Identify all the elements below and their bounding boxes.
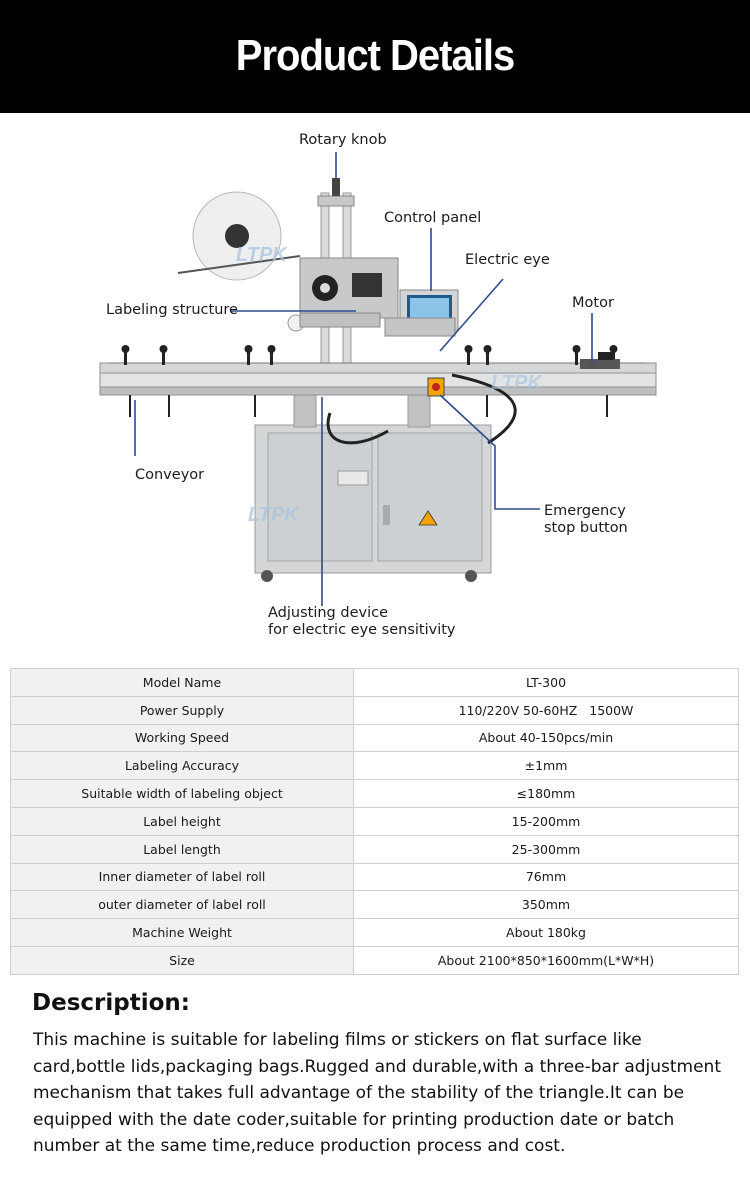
conveyor-bar [99, 345, 657, 417]
spec-value: 76mm [353, 862, 739, 892]
spec-label: Label height [10, 806, 354, 836]
callout-labeling-structure: Labeling structure [106, 302, 238, 318]
power-cable [451, 373, 517, 445]
labeling-head [177, 191, 399, 332]
callout-adjusting-line2: for electric eye sensitivity [268, 622, 456, 638]
spec-value: About 2100*850*1600mm(L*W*H) [353, 945, 739, 975]
page-title: Product Details [235, 32, 515, 80]
motor-unit [580, 352, 620, 369]
spec-label: Label length [10, 834, 354, 864]
leader-lines [134, 152, 593, 606]
spec-label: Labeling Accuracy [10, 751, 354, 781]
callout-emergency-line1: Emergency [544, 503, 626, 519]
spec-value: 25-300mm [353, 834, 739, 864]
machine-cabinet [254, 424, 492, 582]
spec-label: Size [10, 945, 354, 975]
spec-value: About 180kg [353, 918, 739, 947]
spec-label: outer diameter of label roll [10, 890, 354, 920]
spec-label: Machine Weight [10, 918, 354, 947]
spec-value: 15-200mm [353, 806, 739, 836]
watermark-conveyor: LTPK [491, 372, 543, 394]
callout-adjusting-line1: Adjusting device [268, 605, 388, 621]
spec-value: LT-300 [353, 668, 739, 697]
spec-label: Power Supply [10, 695, 354, 725]
callout-control-panel: Control panel [384, 210, 482, 226]
callout-motor: Motor [572, 295, 614, 311]
description-text: This machine is suitable for labeling fi… [33, 1030, 722, 1157]
leader-electric-eye [439, 278, 504, 352]
spec-label: Model Name [10, 668, 354, 697]
callout-emergency-line2: stop button [544, 520, 628, 536]
spec-value: 350mm [353, 890, 739, 920]
machine-diagram: LTPK LTPK LTPK Rotary knob Control panel… [0, 113, 750, 658]
table-row: Suitable width of labeling object≤180mm [10, 779, 739, 808]
spec-label: Suitable width of labeling object [10, 779, 354, 808]
signal-cable [326, 412, 389, 445]
spec-label: Working Speed [10, 723, 354, 753]
leader-emergency-stop [439, 394, 540, 510]
callout-rotary-knob: Rotary knob [299, 132, 387, 148]
table-row: Labeling Accuracy±1mm [10, 751, 739, 781]
spec-value: ≤180mm [353, 779, 739, 808]
watermark-top: LTPK [236, 244, 288, 266]
spec-value: About 40-150pcs/min [353, 723, 739, 753]
callout-electric-eye: Electric eye [465, 252, 550, 268]
control-panel [384, 289, 459, 337]
header-banner: Product Details [0, 0, 750, 113]
spec-value: ±1mm [353, 751, 739, 781]
callout-conveyor: Conveyor [135, 467, 205, 483]
labeling-machine-illustration: LTPK LTPK LTPK [99, 152, 657, 606]
spec-label: Inner diameter of label roll [10, 862, 354, 892]
watermark-cabinet: LTPK [248, 504, 300, 526]
description-heading: Description: [32, 990, 190, 1016]
spec-value: 110/220V 50-60HZ 1500W [353, 695, 739, 725]
